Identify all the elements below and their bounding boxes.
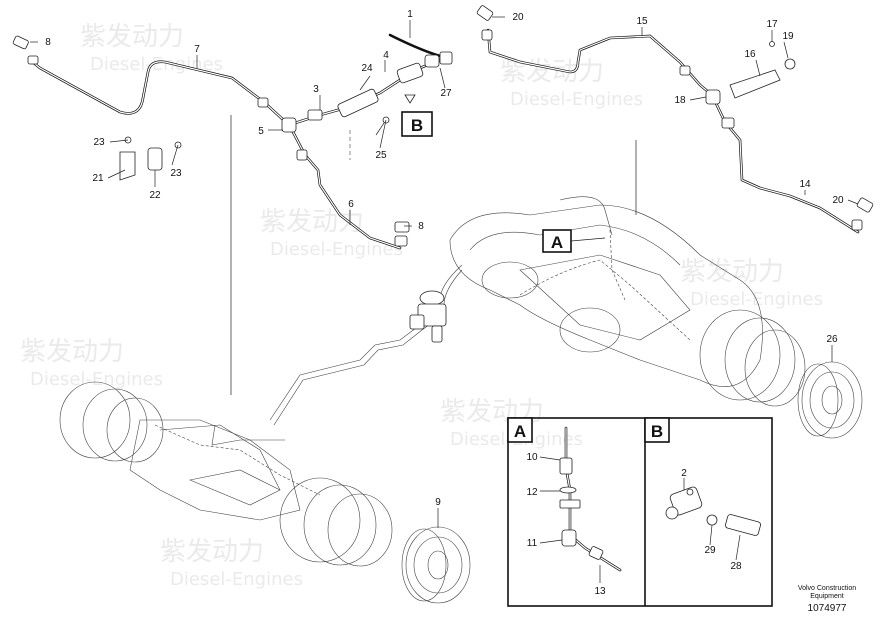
fittings-left [12,35,453,247]
leader-lines [30,16,859,583]
label-23a: 23 [93,137,105,148]
svg-text:Diesel-Engines: Diesel-Engines [30,369,163,390]
svg-text:Diesel-Engines: Diesel-Engines [90,54,223,75]
label-20b: 20 [832,195,844,206]
label-14: 14 [799,179,811,190]
svg-text:紫发动力: 紫发动力 [160,537,264,567]
label-29: 29 [704,545,716,556]
svg-text:B: B [411,116,423,135]
label-26: 26 [826,334,838,345]
wheel-hub-9 [401,526,471,604]
label-23b: 23 [170,168,182,179]
svg-text:紫发动力: 紫发动力 [260,207,364,237]
label-15: 15 [636,16,648,27]
label-5: 5 [258,126,264,137]
label-24: 24 [361,63,373,74]
label-22: 22 [149,190,161,201]
footer-brand: Volvo Construction Equipment [797,585,857,600]
callout-a: A [542,229,606,253]
part-labels: 1 2 3 4 5 6 7 8 8 9 10 11 12 13 14 15 16… [45,9,844,597]
detail-b-parts [665,486,761,536]
label-27: 27 [440,88,452,99]
svg-text:紫发动力: 紫发动力 [80,22,184,52]
label-19: 19 [782,31,794,42]
svg-text:A: A [551,233,563,252]
svg-text:紫发动力: 紫发动力 [680,257,784,287]
label-1: 1 [407,9,413,20]
label-4: 4 [383,50,389,61]
svg-text:紫发动力: 紫发动力 [20,337,124,367]
rear-axle-right [449,204,806,407]
label-9: 9 [435,497,441,508]
fittings-right [476,5,874,231]
front-axle-left [59,381,393,567]
label-2: 2 [681,468,687,479]
valve-block [409,290,447,343]
label-3: 3 [313,84,319,95]
label-8a: 8 [45,37,51,48]
watermark: 紫发动力 Diesel-Engines 紫发动力 Diesel-Engines … [20,22,823,590]
wheel-hub-26 [797,361,863,439]
detail-a-label: A [514,422,526,441]
svg-text:Diesel-Engines: Diesel-Engines [510,89,643,110]
label-6: 6 [348,199,354,210]
connecting-line-mid [269,264,463,421]
label-8b: 8 [418,221,424,232]
label-17: 17 [766,19,778,30]
svg-text:Diesel-Engines: Diesel-Engines [170,569,303,590]
detail-b-label: B [651,422,663,441]
label-7: 7 [194,44,200,55]
detail-a-parts [559,426,622,572]
label-28: 28 [730,561,742,572]
label-20a: 20 [512,12,524,23]
label-18: 18 [674,95,686,106]
label-25: 25 [375,150,387,161]
detail-frame: A B [507,417,773,607]
brake-pipe-right [486,28,860,234]
label-21: 21 [92,173,104,184]
drawing-id: 1074977 [807,603,847,614]
label-10: 10 [526,452,538,463]
connecting-line-top [559,196,613,236]
label-16: 16 [744,49,756,60]
label-11: 11 [527,538,538,549]
callout-b: B [401,111,433,137]
label-12: 12 [526,487,538,498]
svg-text:Diesel-Engines: Diesel-Engines [270,239,403,260]
label-13: 13 [594,586,606,597]
